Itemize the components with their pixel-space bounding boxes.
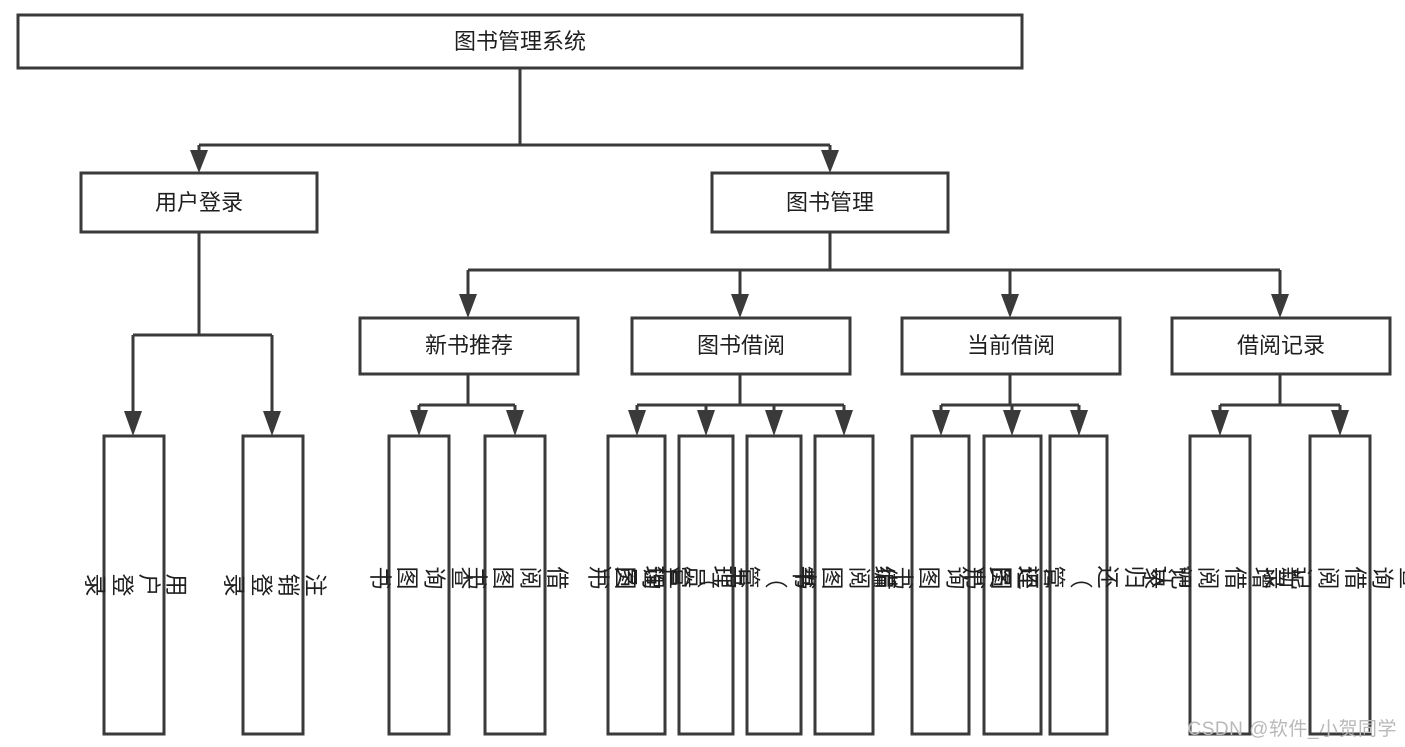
node-leaf-logout-label: 注销登录: [221, 574, 328, 597]
node-root-label: 图书管理系统: [454, 29, 586, 54]
node-leaf-add-record[interactable]: 新增借阅记录: [1141, 434, 1302, 736]
node-leaf-add-book-box[interactable]: [677, 434, 735, 736]
node-new-book-recommend-box[interactable]: [358, 316, 580, 376]
node-leaf-user-login-box[interactable]: [102, 434, 166, 736]
node-leaf-query-book-2-box[interactable]: [606, 434, 667, 736]
arrow-to-user-login: [190, 150, 208, 173]
arrow-to-leaf-user-login: [124, 411, 142, 436]
node-user-login-label: 用户登录: [155, 190, 243, 215]
node-leaf-query-record-label: 查询借阅记录: [1261, 567, 1405, 590]
node-new-book-recommend-label: 新书推荐: [425, 333, 513, 358]
node-current-borrow-label: 当前借阅: [967, 333, 1055, 358]
node-root[interactable]: 图书管理系统: [16, 13, 1024, 70]
node-leaf-query-book-2[interactable]: 查询图书: [585, 434, 692, 736]
node-leaf-logout[interactable]: 注销登录: [221, 434, 328, 736]
arrow-to-leaf-logout: [263, 411, 281, 436]
node-leaf-return-book[interactable]: 归还图书: [961, 434, 1068, 736]
arrow-to-leaf-add-record: [1211, 410, 1229, 436]
node-leaf-user-login[interactable]: 用户登录: [82, 434, 189, 736]
node-leaf-borrow-book-1-label: 借阅图书: [463, 567, 570, 590]
node-leaf-edit-book-box[interactable]: [745, 434, 803, 736]
node-leaf-query-book-1-label: 查询图书: [367, 567, 474, 590]
node-book-borrow-label: 图书借阅: [697, 333, 785, 358]
arrow-to-leaf-return-book: [1003, 410, 1021, 436]
arrow-to-new-book-recommend: [459, 294, 477, 318]
node-leaf-confirm-return[interactable]: 确认归还（管理员）: [960, 434, 1202, 736]
node-leaf-confirm-return-label: 确认归还（管理员）: [960, 566, 1202, 589]
node-user-login-box[interactable]: [79, 171, 319, 234]
node-book-manage-box[interactable]: [710, 171, 950, 234]
node-leaf-query-book-1-box[interactable]: [387, 434, 451, 736]
node-current-borrow[interactable]: 当前借阅: [900, 316, 1122, 376]
node-current-borrow-box[interactable]: [900, 316, 1122, 376]
node-leaf-borrow-book-2[interactable]: 借阅图书: [792, 434, 899, 736]
node-leaf-return-book-box[interactable]: [982, 434, 1043, 736]
node-borrow-record-box[interactable]: [1170, 316, 1392, 376]
node-leaf-query-book-1[interactable]: 查询图书: [367, 434, 474, 736]
node-leaf-borrow-book-2-box[interactable]: [813, 434, 875, 736]
connector-layer: [124, 68, 1349, 436]
node-leaf-confirm-return-box[interactable]: [1048, 434, 1109, 736]
node-leaf-borrow-book-1-box[interactable]: [483, 434, 547, 736]
node-book-manage-label: 图书管理: [786, 190, 874, 215]
arrow-to-leaf-query-book-2: [628, 410, 646, 436]
node-leaf-logout-box[interactable]: [241, 434, 305, 736]
arrow-to-borrow-record: [1271, 294, 1289, 318]
node-book-manage[interactable]: 图书管理: [710, 171, 950, 234]
arrow-to-leaf-borrow-book-2: [835, 410, 853, 436]
arrow-to-leaf-add-book: [697, 410, 715, 436]
node-leaf-query-book-3[interactable]: 查询图书: [889, 434, 996, 736]
arrow-to-current-borrow: [1001, 294, 1019, 318]
arrow-to-leaf-edit-book: [765, 410, 783, 436]
node-borrow-record[interactable]: 借阅记录: [1170, 316, 1392, 376]
node-leaf-query-book-3-box[interactable]: [910, 434, 971, 736]
arrow-to-leaf-query-book-3: [932, 410, 950, 436]
arrow-to-leaf-query-record: [1331, 410, 1349, 436]
node-leaf-borrow-book-2-label: 借阅图书: [792, 567, 899, 590]
node-leaf-user-login-label: 用户登录: [82, 574, 189, 597]
node-leaf-add-record-label: 新增借阅记录: [1141, 567, 1302, 590]
node-book-borrow[interactable]: 图书借阅: [630, 316, 852, 376]
arrow-to-leaf-borrow-book-1: [506, 410, 524, 436]
node-root-box[interactable]: [16, 13, 1024, 70]
node-leaf-add-record-box[interactable]: [1188, 434, 1252, 736]
arrow-to-book-manage: [821, 150, 839, 173]
node-new-book-recommend[interactable]: 新书推荐: [358, 316, 580, 376]
node-leaf-add-book[interactable]: 新增图书（管理员）: [587, 434, 829, 736]
node-leaf-query-record-box[interactable]: [1308, 434, 1372, 736]
node-borrow-record-label: 借阅记录: [1237, 333, 1325, 358]
node-leaf-borrow-book-1[interactable]: 借阅图书: [463, 434, 570, 736]
node-book-borrow-box[interactable]: [630, 316, 852, 376]
arrow-to-leaf-confirm-return: [1070, 410, 1088, 436]
arrow-to-book-borrow: [731, 294, 749, 318]
node-user-login[interactable]: 用户登录: [79, 171, 319, 234]
node-leaf-query-record[interactable]: 查询借阅记录: [1261, 434, 1405, 736]
arrow-to-leaf-query-book-1: [410, 410, 428, 436]
